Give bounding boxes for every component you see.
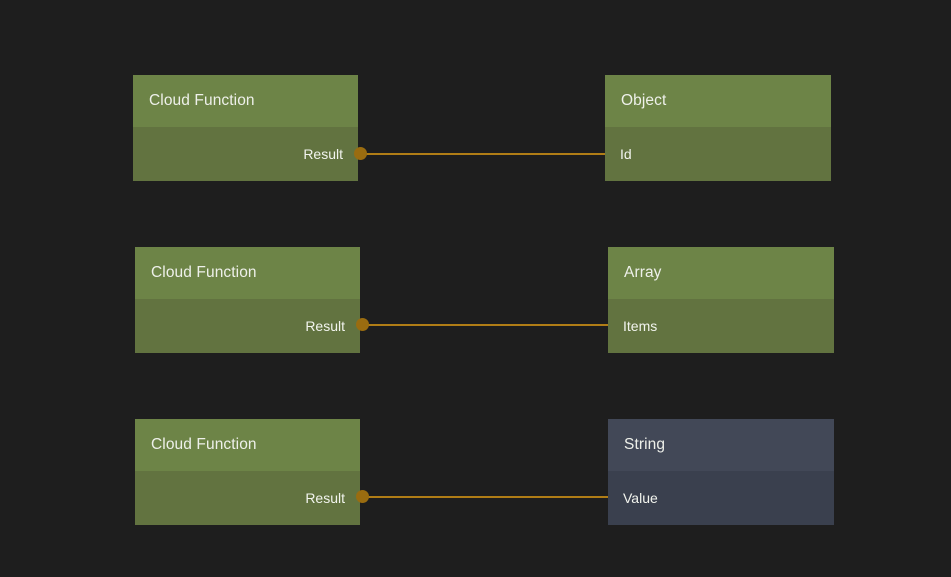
node-array[interactable]: Array Items: [608, 247, 834, 353]
node-title: Array: [608, 247, 834, 299]
node-title: Cloud Function: [135, 247, 360, 299]
node-output-port-result[interactable]: Result: [135, 471, 360, 525]
node-cloud-function-1[interactable]: Cloud Function Result: [133, 75, 358, 181]
node-title: String: [608, 419, 834, 471]
node-object[interactable]: Object Id: [605, 75, 831, 181]
node-title: Object: [605, 75, 831, 127]
output-socket-2[interactable]: [356, 318, 369, 331]
node-output-port-result[interactable]: Result: [133, 127, 358, 181]
output-socket-3[interactable]: [356, 490, 369, 503]
node-title: Cloud Function: [135, 419, 360, 471]
connection-line-2: [362, 324, 618, 326]
node-cloud-function-3[interactable]: Cloud Function Result: [135, 419, 360, 525]
node-output-port-result[interactable]: Result: [135, 299, 360, 353]
port-label: Result: [305, 318, 345, 334]
port-label: Items: [623, 318, 658, 334]
port-label: Id: [620, 146, 632, 162]
node-string[interactable]: String Value: [608, 419, 834, 525]
output-socket-1[interactable]: [354, 147, 367, 160]
node-input-port-items[interactable]: Items: [608, 299, 834, 353]
node-cloud-function-2[interactable]: Cloud Function Result: [135, 247, 360, 353]
node-title: Cloud Function: [133, 75, 358, 127]
node-input-port-value[interactable]: Value: [608, 471, 834, 525]
port-label: Result: [303, 146, 343, 162]
connection-line-3: [362, 496, 618, 498]
port-label: Result: [305, 490, 345, 506]
node-input-port-id[interactable]: Id: [605, 127, 831, 181]
port-label: Value: [623, 490, 658, 506]
connection-line-1: [360, 153, 615, 155]
